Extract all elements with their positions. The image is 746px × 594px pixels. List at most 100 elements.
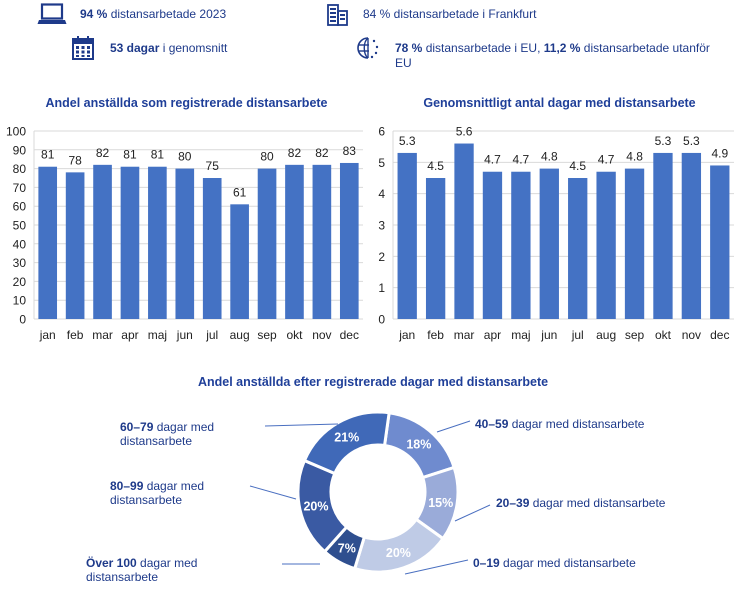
bar-jun xyxy=(539,168,559,319)
y-tick-label: 30 xyxy=(13,256,27,270)
kpi-avg-days-value: 53 dagar xyxy=(110,41,160,55)
legend-label-text: dagar med distansarbete xyxy=(120,420,215,448)
legend-label-bold: 0–19 xyxy=(473,556,500,570)
data-label: 4.8 xyxy=(626,150,643,164)
legend-label-over-100: Över 100 dagar med distansarbete xyxy=(86,556,226,584)
kpi-avg-days-text: i genomsnitt xyxy=(159,41,228,55)
legend-label-bold: 80–99 xyxy=(110,479,144,493)
x-tick-label: okt xyxy=(655,328,672,342)
leader-line xyxy=(249,485,297,500)
kpi-outside-eu-value: 11,2 % xyxy=(543,41,581,55)
slice-value-label: 20% xyxy=(386,546,411,560)
x-tick-label: nov xyxy=(682,328,701,342)
chart-title-days-distribution: Andel anställda efter registrerade dagar… xyxy=(197,375,549,389)
slice-value-label: 7% xyxy=(338,541,356,555)
data-label: 83 xyxy=(343,144,357,158)
x-tick-label: okt xyxy=(286,328,303,342)
y-tick-label: 80 xyxy=(13,162,27,176)
legend-label-text: dagar med distansarbete xyxy=(508,417,645,431)
y-tick-label: 50 xyxy=(13,219,27,233)
kpi-remote-share-text: distansarbetade 2023 xyxy=(107,7,227,21)
data-label: 4.9 xyxy=(711,146,728,160)
y-tick-label: 100 xyxy=(6,125,26,139)
legend-label-bold: 20–39 xyxy=(496,496,530,510)
y-tick-label: 70 xyxy=(13,181,27,195)
legend-label-bold: 40–59 xyxy=(475,417,509,431)
x-tick-label: sep xyxy=(257,328,277,342)
data-label: 4.7 xyxy=(484,153,501,167)
x-tick-label: jun xyxy=(540,328,557,342)
legend-label-text: dagar med distansarbete xyxy=(86,556,198,584)
legend-label-20-39: 20–39 dagar med distansarbete xyxy=(496,496,665,510)
x-tick-label: dec xyxy=(710,328,729,342)
kpi-eu: 78 % distansarbetade i EU, 11,2 % distan… xyxy=(395,41,725,71)
data-label: 82 xyxy=(288,146,302,160)
data-label: 4.5 xyxy=(569,159,586,173)
calendar-icon xyxy=(72,36,94,60)
bar-sep xyxy=(257,168,277,319)
bar-maj xyxy=(148,166,167,319)
kpi-remote-share: 94 % distansarbetade 2023 xyxy=(80,7,226,22)
data-label: 4.8 xyxy=(541,150,558,164)
y-tick-label: 4 xyxy=(378,187,385,201)
y-tick-label: 5 xyxy=(378,156,385,170)
bar-aug xyxy=(230,204,249,319)
office-building-icon xyxy=(327,4,348,26)
x-tick-label: feb xyxy=(427,328,444,342)
y-tick-label: 60 xyxy=(13,200,27,214)
slice-value-label: 15% xyxy=(428,496,453,510)
bar-dec xyxy=(339,162,359,319)
bar-okt xyxy=(285,164,304,319)
legend-label-0-19: 0–19 dagar med distansarbete xyxy=(473,556,636,570)
legend-label-bold: 60–79 xyxy=(120,420,154,434)
bar-jul xyxy=(568,178,588,319)
data-label: 4.7 xyxy=(513,153,530,167)
x-tick-label: feb xyxy=(67,328,84,342)
data-label: 80 xyxy=(178,150,192,164)
bar-maj xyxy=(511,171,531,319)
y-tick-label: 40 xyxy=(13,237,27,251)
data-label: 5.6 xyxy=(456,125,473,139)
legend-label-60-79: 60–79 dagar med distansarbete xyxy=(120,420,240,448)
legend-label-text: dagar med distansarbete xyxy=(110,479,205,507)
laptop-icon xyxy=(37,3,67,24)
data-label: 5.3 xyxy=(399,134,416,148)
bar-chart-share: 010203040506070809010081jan78feb82mar81a… xyxy=(6,125,363,342)
x-tick-label: apr xyxy=(484,328,501,342)
data-label: 81 xyxy=(151,148,165,162)
bar-jul xyxy=(202,178,222,319)
leader-line xyxy=(404,559,469,575)
kpi-eu-text: distansarbetade i EU, xyxy=(422,41,544,55)
kpi-frankfurt: 84 % distansarbetade i Frankfurt xyxy=(363,7,536,22)
y-tick-label: 6 xyxy=(378,125,385,139)
leader-line xyxy=(436,420,471,433)
legend-label-text: dagar med distansarbete xyxy=(499,556,636,570)
x-tick-label: jan xyxy=(398,328,415,342)
donut-slice-60–79 xyxy=(302,410,391,476)
data-label: 81 xyxy=(123,148,137,162)
bar-sep xyxy=(624,168,645,319)
data-label: 75 xyxy=(206,159,220,173)
x-tick-label: jun xyxy=(176,328,193,342)
x-tick-label: mar xyxy=(454,328,475,342)
data-label: 80 xyxy=(260,150,274,164)
x-tick-label: jul xyxy=(205,328,218,342)
y-tick-label: 1 xyxy=(378,281,385,295)
legend-label-text: dagar med distansarbete xyxy=(529,496,666,510)
legend-label-80-99: 80–99 dagar med distansarbete xyxy=(110,479,230,507)
kpi-avg-days: 53 dagar i genomsnitt xyxy=(110,41,227,56)
bar-feb xyxy=(425,178,446,319)
y-tick-label: 2 xyxy=(378,250,385,264)
bar-apr xyxy=(482,171,503,319)
bar-chart-avg-days: 01234565.3jan4.5feb5.6mar4.7apr4.7maj4.8… xyxy=(378,125,734,342)
bar-mar xyxy=(454,143,474,319)
legend-label-40-59: 40–59 dagar med distansarbete xyxy=(475,417,644,431)
bar-mar xyxy=(93,164,112,319)
slice-value-label: 20% xyxy=(303,500,328,514)
bar-feb xyxy=(65,172,85,319)
kpi-remote-share-value: 94 % xyxy=(80,7,108,21)
data-label: 5.3 xyxy=(683,134,700,148)
x-tick-label: jan xyxy=(39,328,56,342)
x-tick-label: sep xyxy=(625,328,645,342)
